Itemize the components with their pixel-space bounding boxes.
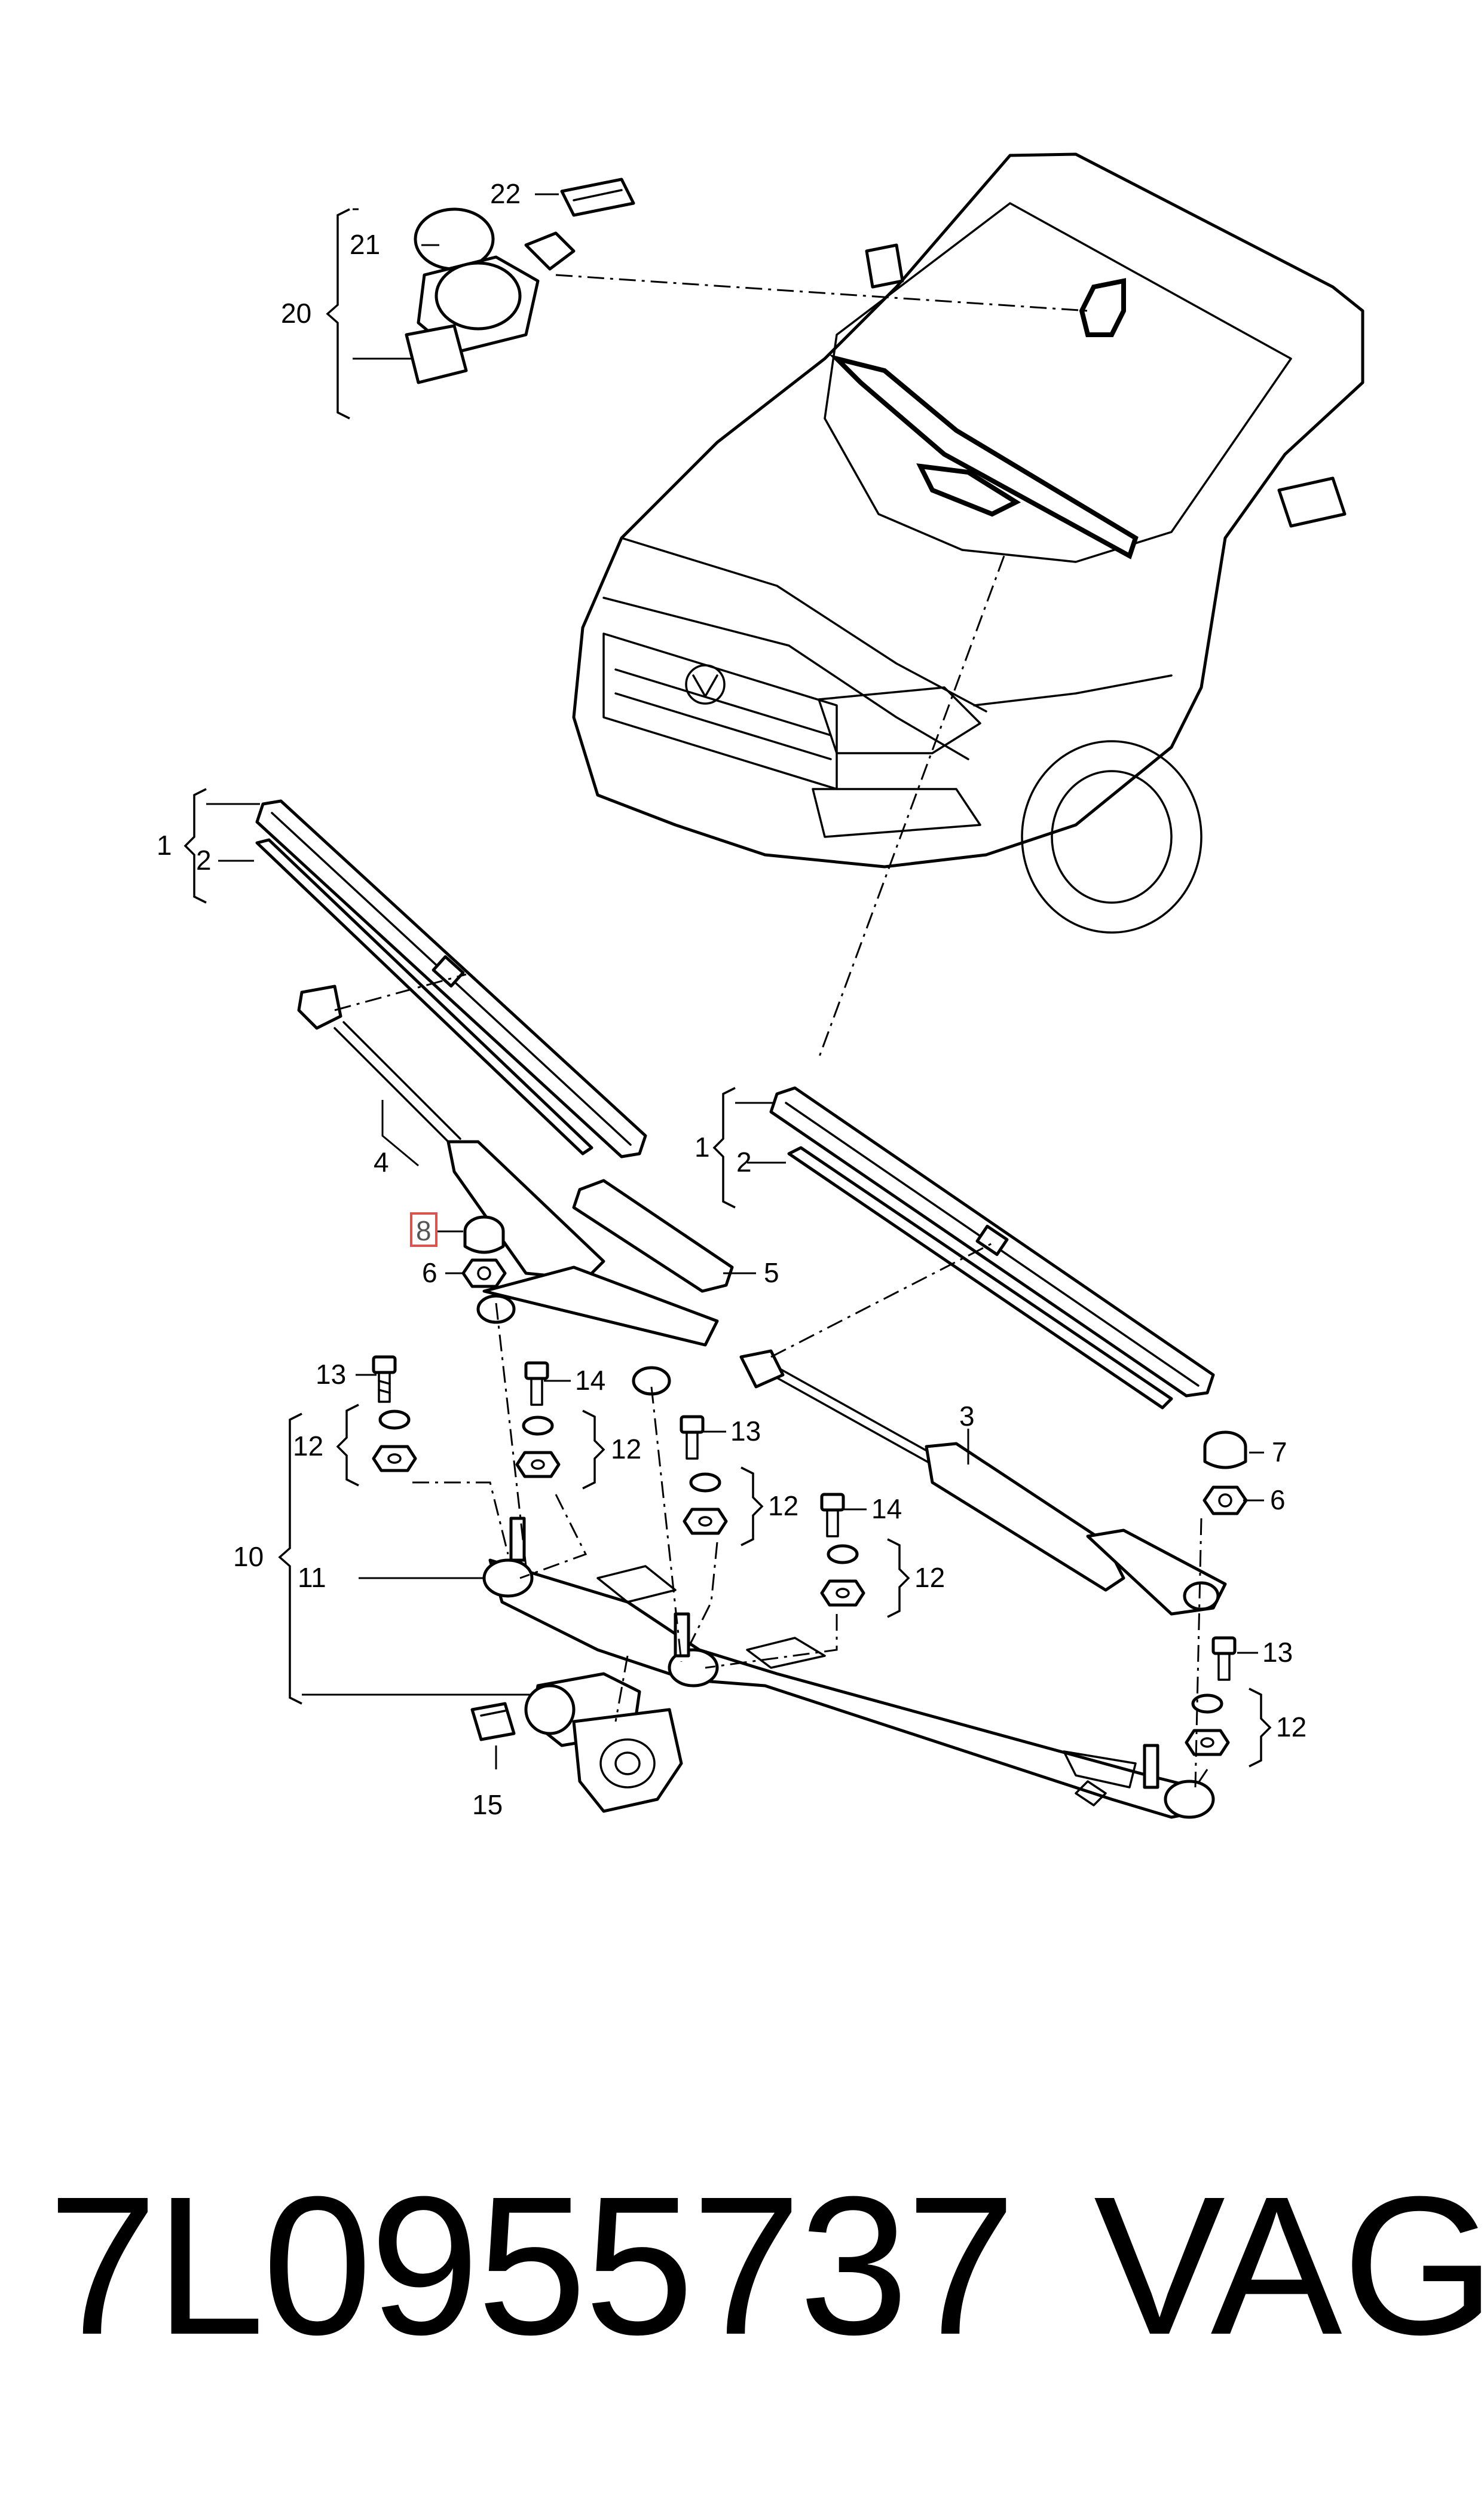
callout-13-b: 13 [730, 1416, 761, 1447]
brace-12-c [741, 1466, 764, 1546]
cap-8-icon [463, 1215, 505, 1254]
bolt-14-b-icon [820, 1493, 845, 1537]
callout-12-c: 12 [768, 1490, 798, 1521]
wiper-arm-left-icon [297, 985, 719, 1396]
wiper-arm-right-icon [739, 1349, 1227, 1616]
exploded-parts-diagram: 22 21 20 1 2 4 1 2 8 6 5 3 7 6 13 14 12 … [157, 152, 1364, 1820]
cap-7-icon [1203, 1430, 1247, 1469]
brace-1-right [712, 1087, 736, 1209]
callout-13-a: 13 [316, 1359, 346, 1390]
callout-20: 20 [281, 298, 311, 329]
bolt-13-c-icon [1211, 1636, 1237, 1681]
wiper-linkage-icon [482, 1517, 1215, 1819]
callout-15: 15 [472, 1789, 503, 1820]
callout-8: 8 [416, 1215, 432, 1246]
part-number: 7L0955737 [48, 2155, 1016, 2376]
callout-2-left: 2 [196, 845, 212, 876]
callout-1-right: 1 [694, 1132, 710, 1163]
callout-12-d: 12 [914, 1562, 945, 1593]
callout-4: 4 [374, 1147, 389, 1178]
callout-14-b: 14 [871, 1493, 902, 1524]
washer-nut-12-c-icon [683, 1472, 728, 1535]
nut-6-left-icon [461, 1258, 507, 1288]
washer-nut-12-a-icon [372, 1410, 417, 1472]
brace-20 [326, 208, 350, 420]
washer-nut-12-e-icon [1185, 1693, 1230, 1756]
wiper-motor-icon [524, 1672, 683, 1813]
callout-12-b: 12 [611, 1433, 641, 1465]
callout-7: 7 [1272, 1436, 1287, 1468]
bolt-13-a-icon [372, 1355, 397, 1403]
connector-icon [560, 178, 635, 217]
callout-12-e: 12 [1276, 1711, 1306, 1742]
brand-name: VAG [1094, 2155, 1484, 2376]
cover-cap-icon [572, 1179, 734, 1293]
vehicle-front-icon [572, 152, 1364, 934]
callout-8-highlight [410, 1212, 437, 1247]
callout-5: 5 [764, 1257, 779, 1288]
brace-10 [278, 1413, 302, 1705]
callout-3: 3 [959, 1401, 975, 1432]
washer-nut-12-b-icon [515, 1416, 561, 1478]
washer-nut-12-d-icon [820, 1544, 865, 1607]
callout-6-left: 6 [422, 1257, 437, 1288]
callout-13-c: 13 [1262, 1637, 1293, 1668]
callout-6-right: 6 [1270, 1484, 1286, 1515]
rain-sensor-icon [405, 207, 576, 384]
wiper-blade-right-icon [769, 1086, 1215, 1410]
brace-12-b [582, 1410, 605, 1490]
nut-6-right-icon [1203, 1485, 1248, 1515]
callout-10: 10 [233, 1541, 264, 1572]
callout-2-right: 2 [736, 1147, 752, 1178]
brace-12-e [1249, 1687, 1272, 1768]
callout-22: 22 [490, 178, 521, 209]
callout-14-a: 14 [575, 1365, 605, 1396]
bolt-14-a-icon [524, 1361, 549, 1406]
callout-1-left: 1 [157, 830, 172, 861]
callout-21: 21 [350, 229, 380, 260]
brace-12-a [336, 1404, 359, 1487]
brace-1-left [183, 788, 207, 904]
brace-12-d [887, 1538, 910, 1618]
caption: 7L0955737 VAG [24, 2146, 1484, 2385]
bolt-13-b-icon [680, 1415, 705, 1460]
callout-11: 11 [298, 1562, 326, 1593]
connector-15-icon [470, 1702, 516, 1741]
callout-12-a: 12 [293, 1430, 323, 1462]
